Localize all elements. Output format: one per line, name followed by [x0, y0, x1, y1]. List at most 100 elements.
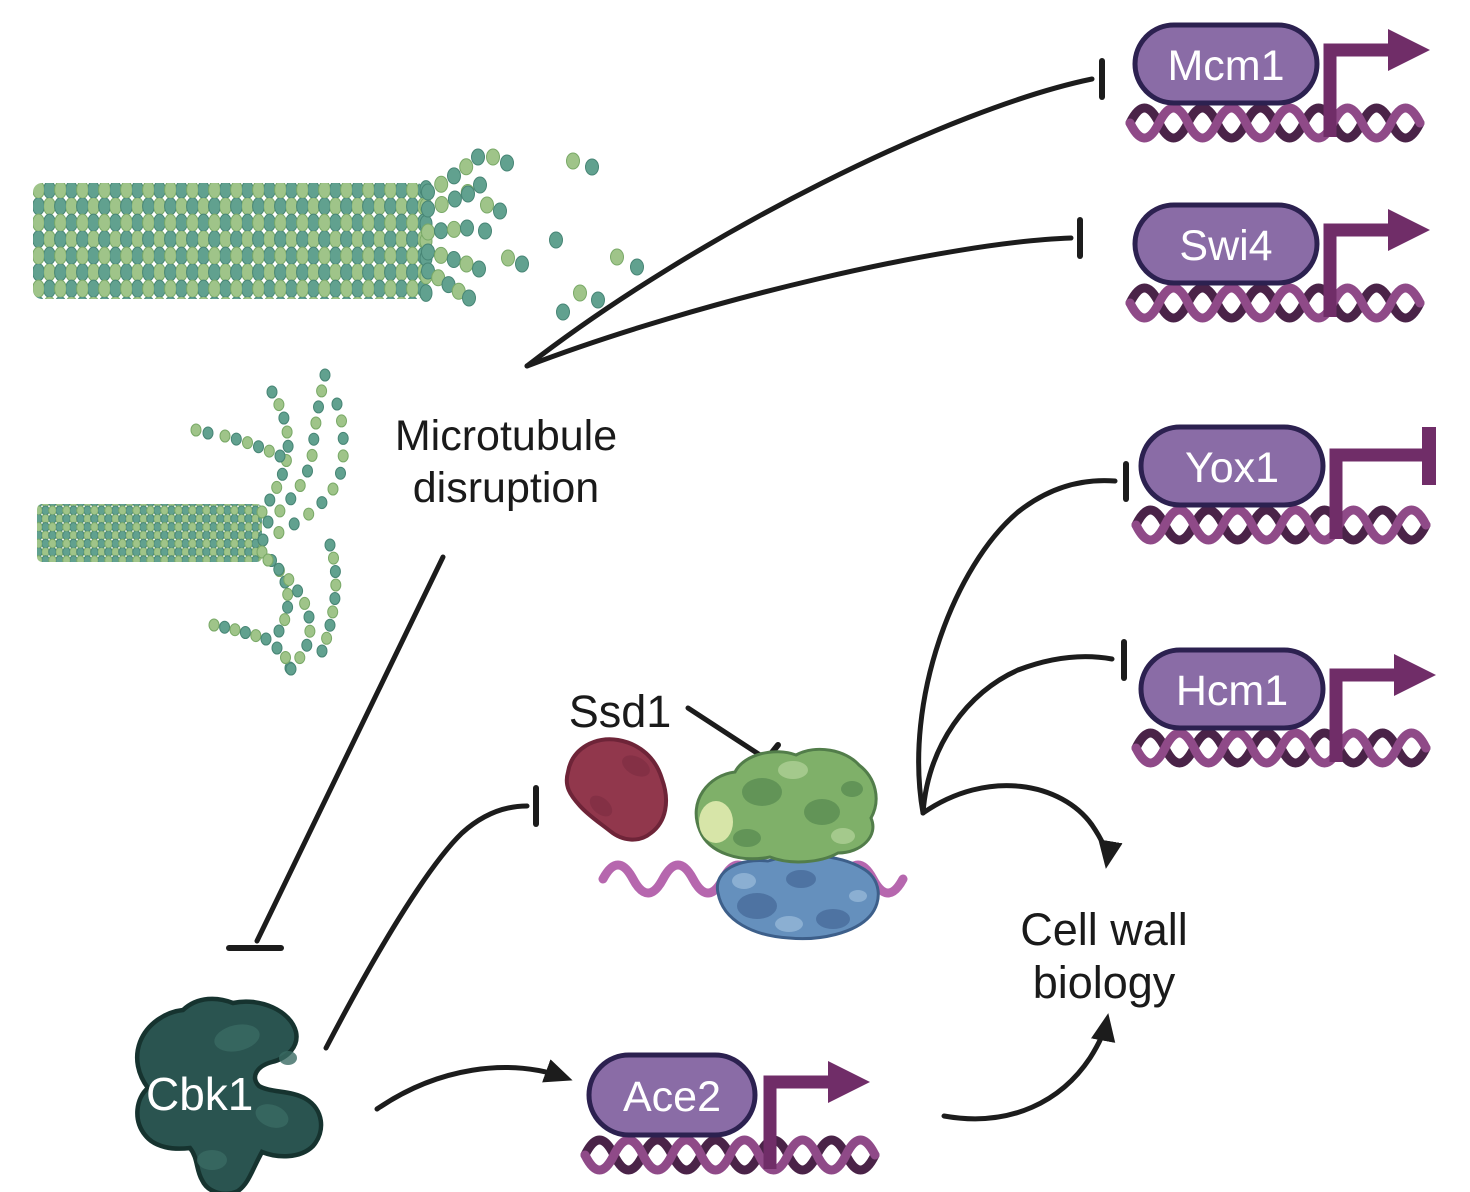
dna-helix: [1136, 510, 1426, 540]
svg-text:disruption: disruption: [413, 464, 599, 512]
tubulin-bead: [280, 651, 291, 664]
tubulin-bead: [480, 196, 494, 214]
tubulin-bead: [434, 246, 448, 264]
tubulin-bead: [421, 200, 435, 218]
tubulin-bead: [434, 175, 449, 193]
tubulin-bead: [336, 414, 347, 428]
gene-node-yox1: Yox1: [1136, 427, 1436, 540]
tubulin-bead: [337, 449, 349, 463]
tubulin-bead: [202, 426, 214, 440]
tubulin-bead: [446, 251, 461, 268]
inhibit-arrow-cbk1: [226, 554, 446, 951]
ribosome-small-subunit: [715, 853, 880, 941]
gene-node-ace2: Ace2: [585, 1052, 875, 1170]
gene-pill: [1138, 424, 1326, 508]
tubulin-bead: [271, 641, 283, 655]
tubulin-bead: [549, 231, 563, 249]
gene-pill: [1132, 22, 1320, 106]
tubulin-bead: [285, 492, 297, 506]
tubulin-bead: [262, 515, 274, 529]
tubulin-bead: [324, 538, 336, 552]
tubulin-bead: [266, 385, 278, 399]
tubulin-bead: [282, 439, 294, 453]
tubulin-bead: [515, 255, 529, 273]
gene-pill: [1132, 202, 1320, 286]
tubulin-bead: [471, 148, 485, 166]
gene-pill: [586, 1052, 758, 1138]
tubulin-bead: [319, 368, 331, 382]
tubulin-bead: [566, 152, 580, 170]
tubulin-bead: [556, 303, 570, 321]
tubulin-bead: [327, 605, 339, 619]
tubulin-bead: [230, 432, 242, 446]
gene-node-swi4: Swi4: [1130, 202, 1430, 318]
dna-helix: [585, 1140, 875, 1170]
tubulin-bead: [273, 562, 285, 576]
tubulin-bead: [585, 158, 599, 176]
tubulin-bead: [328, 551, 339, 565]
ribosome-illustration: [598, 747, 908, 941]
inhibit-arrow-hcm1: [920, 639, 1127, 816]
svg-text:Cell wall: Cell wall: [1020, 904, 1188, 955]
tubulin-bead: [229, 623, 241, 637]
activate-arrow-cell-wall-from-ace2: [941, 1013, 1116, 1122]
tubulin-bead: [459, 255, 474, 273]
gene-label: Ace2: [623, 1073, 721, 1121]
tubulin-bead: [421, 243, 435, 261]
tubulin-bead: [242, 436, 253, 450]
tubulin-bead: [329, 565, 341, 578]
tubulin-bead: [264, 493, 276, 507]
tubulin-bead: [262, 553, 274, 567]
tubulin-bead: [302, 464, 313, 478]
tubulin-bead: [276, 467, 288, 481]
tubulin-bead: [434, 222, 448, 240]
tubulin-bead: [294, 651, 306, 665]
tubulin-bead: [288, 517, 300, 531]
tubulin-bead: [306, 448, 318, 462]
tubulin-bead: [324, 618, 336, 632]
dna-helix: [1130, 288, 1420, 318]
tubulin-bead: [274, 504, 286, 518]
tubulin-bead: [256, 505, 268, 519]
tubulin-bead: [303, 610, 315, 624]
tubulin-bead: [303, 507, 315, 521]
tubulin-bead: [263, 444, 275, 458]
tubulin-bead: [271, 480, 283, 494]
cbk1-protein-blob: Cbk1: [135, 996, 324, 1192]
tubulin-bead: [278, 411, 290, 425]
tubulin-bead: [478, 222, 492, 240]
tubulin-bead: [434, 196, 449, 213]
tubulin-bead: [486, 148, 500, 166]
tubulin-bead: [493, 202, 507, 220]
tubulin-bead: [473, 176, 487, 194]
tubulin-bead: [460, 219, 474, 237]
tubulin-bead: [239, 626, 251, 639]
tubulin-bead: [208, 618, 220, 632]
inhibit-arrow-yox1: [916, 461, 1129, 816]
dna-helix: [1130, 108, 1420, 138]
svg-text:Microtubule: Microtubule: [395, 412, 617, 460]
tubulin-bead: [285, 662, 297, 676]
tubulin-bead: [316, 384, 328, 398]
tubulin-bead: [330, 578, 342, 592]
tubulin-bead: [294, 479, 306, 492]
intact-microtubule-illustration: [33, 148, 644, 321]
inhibit-arrow-ssd1: [323, 785, 539, 1051]
ssd1-label: Ssd1: [569, 686, 672, 737]
tubulin-bead: [329, 592, 341, 605]
tubulin-bead: [316, 496, 328, 510]
gene-pill: [1138, 647, 1326, 731]
tubulin-bead: [190, 423, 202, 437]
microtubule-disruption-label: Microtubule disruption: [395, 412, 617, 512]
tubulin-bead: [250, 629, 262, 643]
tubulin-bead: [421, 183, 435, 201]
tubulin-bead: [313, 400, 324, 414]
tubulin-bead: [421, 223, 435, 241]
tubulin-bead: [500, 154, 514, 172]
tubulin-bead: [273, 526, 285, 539]
tubulin-bead: [630, 258, 644, 276]
tubulin-bead: [472, 260, 486, 278]
tubulin-bead: [273, 624, 285, 638]
gene-label: Yox1: [1185, 444, 1279, 492]
